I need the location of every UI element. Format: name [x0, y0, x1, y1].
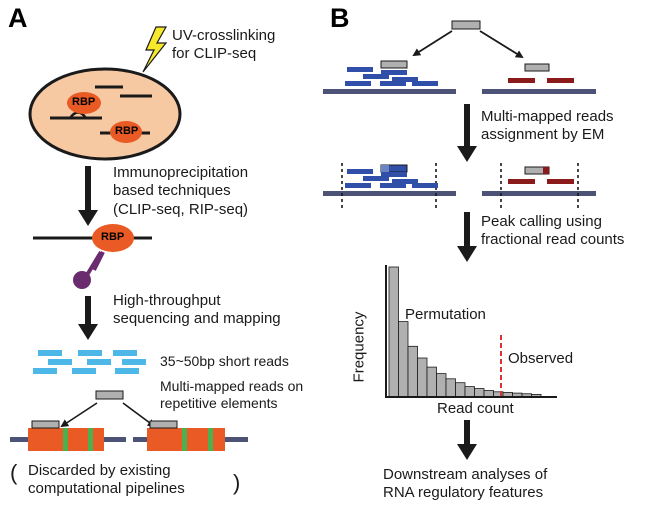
panel-label-b: B — [330, 3, 350, 33]
histogram-bar — [426, 366, 437, 398]
uv-label-1: UV-crosslinking — [172, 27, 276, 44]
histogram-bar — [445, 378, 456, 398]
histogram-bar — [417, 357, 428, 398]
seq-label-1: High-throughput — [113, 292, 221, 309]
histogram-bar — [407, 345, 418, 398]
b-genome-mid-right — [482, 163, 596, 210]
histogram-bar — [474, 388, 485, 398]
ip-label-2: based techniques — [113, 182, 231, 199]
paren-close: ) — [233, 470, 241, 495]
observed-label: Observed — [508, 350, 574, 367]
rbp-blob-2 — [110, 121, 142, 143]
histogram-bar — [436, 373, 447, 398]
bead — [73, 271, 91, 289]
seq-label-2: sequencing and mapping — [113, 310, 281, 327]
short-reads-label: 35~50bp short reads — [160, 353, 289, 369]
em-label-1: Multi-mapped reads — [481, 108, 614, 125]
paren-open: ( — [10, 460, 18, 485]
histogram-bar — [388, 266, 399, 398]
downstream-label-1: Downstream analyses of — [383, 466, 548, 483]
em-label-2: assignment by EM — [481, 126, 605, 143]
histogram-bar — [464, 386, 475, 398]
rbp-label-2: RBP — [115, 125, 139, 137]
discard-label-2: computational pipelines — [28, 480, 185, 497]
b-genome-top-left — [323, 60, 456, 94]
b-genome-top-right — [482, 63, 596, 94]
rbp-blob-1 — [67, 92, 101, 114]
uv-label-2: for CLIP-seq — [172, 45, 257, 62]
downstream-label-2: RNA regulatory features — [383, 484, 544, 501]
ip-label-3: (CLIP-seq, RIP-seq) — [113, 201, 249, 218]
read-count-label: Read count — [437, 400, 514, 417]
short-reads — [33, 350, 146, 374]
genome-copy-2 — [133, 420, 248, 451]
histogram-bars — [388, 266, 542, 398]
b-genome-mid-left — [323, 163, 456, 210]
multi-read-top — [95, 390, 124, 400]
ip-label-1: Immunoprecipitation — [113, 164, 249, 181]
peak-label-2: fractional read counts — [481, 231, 625, 248]
lightning-icon — [142, 26, 168, 73]
permutation-label: Permutation — [405, 306, 486, 323]
antibody — [85, 250, 105, 277]
multi-reads-label-2: repetitive elements — [160, 395, 278, 411]
cell-ellipse — [28, 67, 182, 161]
panel-label-a: A — [8, 3, 28, 33]
rbp-label-3: RBP — [101, 231, 125, 243]
peak-label-1: Peak calling using — [481, 213, 602, 230]
discard-label-1: Discarded by existing — [28, 462, 171, 479]
rbp-label-1: RBP — [72, 96, 96, 108]
histogram-bar — [398, 321, 409, 398]
histogram-bar — [455, 382, 466, 398]
b-multi-read — [451, 20, 481, 30]
frequency-label: Frequency — [350, 311, 368, 383]
genome-copy-1 — [10, 420, 126, 451]
multi-reads-label-1: Multi-mapped reads on — [160, 378, 304, 394]
rbp-ip-blob — [92, 224, 134, 252]
